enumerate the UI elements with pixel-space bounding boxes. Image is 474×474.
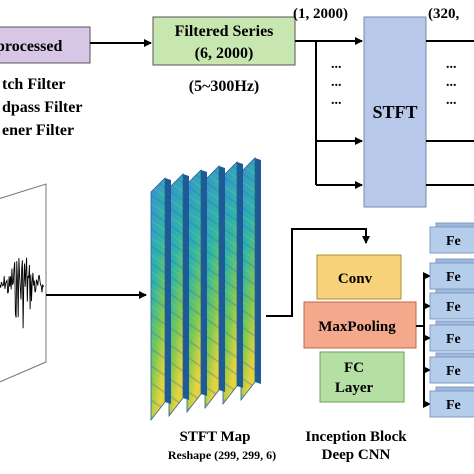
stft-map-panel-edge <box>165 178 171 404</box>
channel-dots-2: ... <box>331 75 342 90</box>
stft-map-stack <box>150 157 261 422</box>
stft-map-panel-edge <box>237 162 243 388</box>
channel-dots-3: ... <box>331 93 342 108</box>
filter-item-bandpass: dpass Filter <box>2 99 82 116</box>
stft-map-reshape: Reshape (299, 299, 6) <box>168 448 276 462</box>
stft-map-texture <box>241 158 255 400</box>
fc-block <box>319 351 405 403</box>
stft-map-texture <box>205 166 219 408</box>
fc-label-line1: FC <box>344 360 364 376</box>
feature-box <box>429 390 474 418</box>
feature-label: Fe <box>446 398 461 413</box>
feature-box <box>429 292 474 320</box>
fc-label-line2: Layer <box>335 380 374 396</box>
stft-map-texture <box>223 162 237 404</box>
feature-box <box>429 226 474 254</box>
filter-item-wiener: ener Filter <box>2 122 74 139</box>
conv-block <box>316 254 402 300</box>
maxpool-label: MaxPooling <box>318 319 396 335</box>
stft-map-texture <box>187 170 201 412</box>
stft-output-shape: (320, <box>428 6 459 22</box>
stft-map-texture <box>169 174 183 416</box>
filtered-series-box <box>152 16 296 66</box>
cnn-caption-inception: Inception Block <box>305 429 407 445</box>
feature-label: Fe <box>446 270 461 285</box>
preprocess-label: processed <box>0 38 62 55</box>
conv-label: Conv <box>338 271 373 287</box>
stft-map-panel-edge <box>219 166 225 392</box>
filtered-band-label: (5~300Hz) <box>189 78 260 95</box>
raw-signal-waveform <box>0 257 44 329</box>
filter-item-notch: tch Filter <box>2 76 66 93</box>
channel-shape-label: (1, 2000) <box>293 6 348 22</box>
raw-signal-panel <box>0 183 47 383</box>
stft-output-dots-2: ... <box>446 75 457 90</box>
preprocess-box <box>0 26 91 64</box>
filtered-series-title: Filtered Series <box>175 23 274 40</box>
stft-label: STFT <box>372 102 417 122</box>
maxpool-block <box>303 301 417 349</box>
feature-box <box>429 262 474 290</box>
channel-dots-1: ... <box>331 57 342 72</box>
arrow-stft-map-to-cnn <box>266 228 370 317</box>
filtered-series-shape: (6, 2000) <box>195 45 254 62</box>
stft-output-dots-1: ... <box>446 57 457 72</box>
feature-label: Fe <box>446 332 461 347</box>
feature-fanout-arrows <box>416 272 431 408</box>
feature-label: Fe <box>446 234 461 249</box>
cnn-caption-deep-cnn: Deep CNN <box>322 447 391 463</box>
feature-box <box>429 324 474 352</box>
stft-box <box>363 16 427 208</box>
feature-label: Fe <box>446 364 461 379</box>
feature-box <box>429 356 474 384</box>
stft-map-panel-edge <box>183 174 189 400</box>
stft-map-title: STFT Map <box>180 429 251 445</box>
stft-map-panel-edge <box>255 158 261 384</box>
feature-label: Fe <box>446 300 461 315</box>
stft-map-texture <box>151 178 165 420</box>
stft-output-dots-3: ... <box>446 93 457 108</box>
stft-map-panel-edge <box>201 170 207 396</box>
